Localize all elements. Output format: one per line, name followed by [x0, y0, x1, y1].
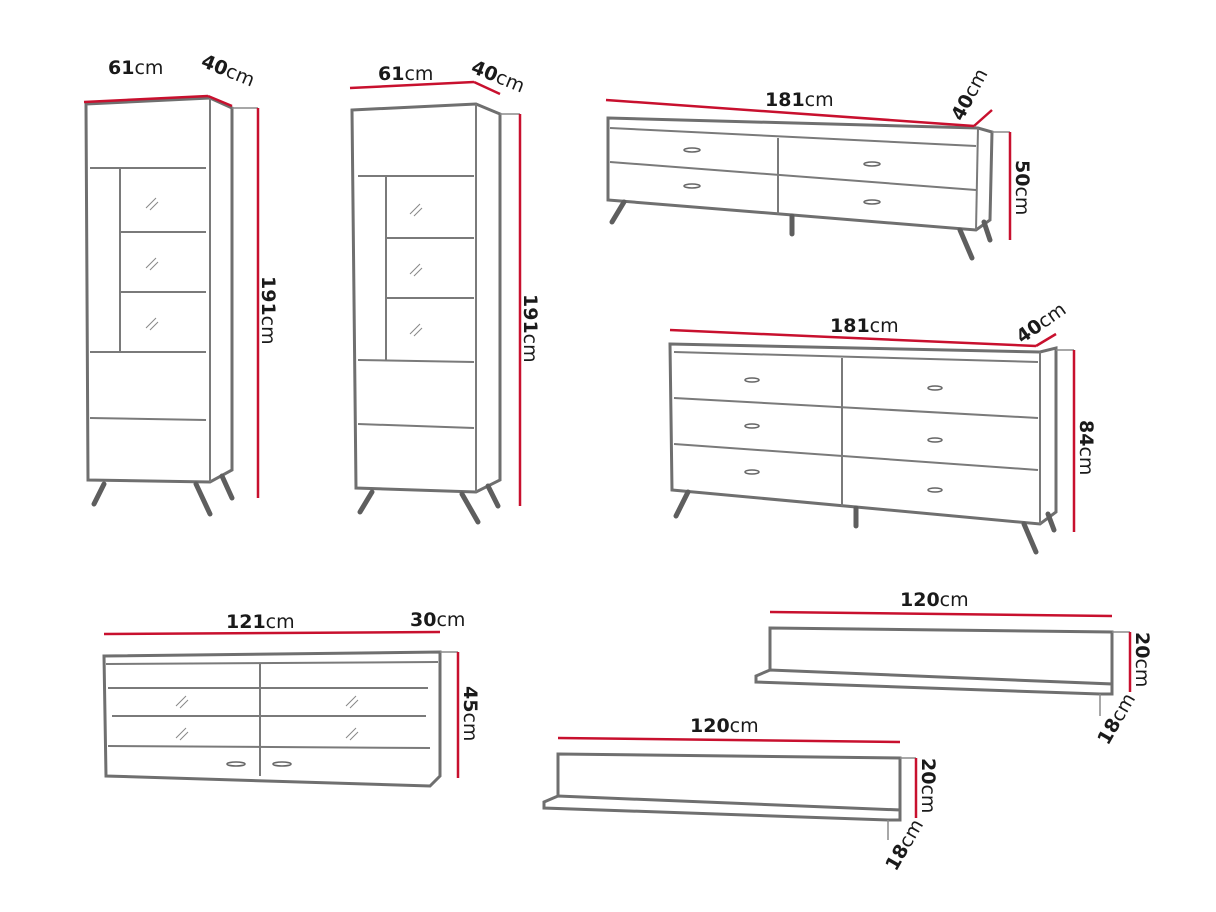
dresser-body: [668, 342, 1058, 526]
tall-cabinet-2: 61cm 40cm 191cm: [349, 56, 541, 525]
width-label: 181cm: [765, 89, 834, 111]
height-label: 45cm: [459, 686, 481, 741]
tv-stand: 181cm 40cm 50cm: [605, 65, 1033, 261]
width-label: 61cm: [378, 63, 433, 85]
height-label: 84cm: [1075, 420, 1097, 475]
depth-label: 40cm: [198, 50, 258, 91]
depth-label: 30cm: [410, 609, 465, 631]
width-label: 120cm: [900, 589, 969, 611]
depth-label: 40cm: [1012, 298, 1070, 348]
tall-cabinet-1: 61cm 40cm 191cm: [83, 50, 279, 517]
depth-label: 40cm: [468, 56, 528, 97]
height-label: 191cm: [519, 294, 541, 363]
wall-shelf-lower: 120cm 20cm 18cm: [542, 715, 939, 875]
low-cabinet-body: [102, 650, 442, 788]
height-label: 191cm: [257, 276, 279, 345]
width-label: 121cm: [226, 611, 295, 633]
legs: [609, 199, 993, 261]
width-label: 181cm: [830, 315, 899, 337]
tv-stand-body: [606, 116, 994, 232]
glass-mark-icon: [175, 695, 359, 741]
glass-mark-icon: [145, 197, 159, 331]
legs: [673, 489, 1057, 555]
width-label: 61cm: [108, 57, 163, 79]
width-label: 120cm: [690, 715, 759, 737]
shelf-board: [754, 668, 1114, 696]
height-label: 20cm: [1131, 632, 1153, 687]
legs: [357, 483, 501, 525]
dresser: 181cm 40cm 84cm: [668, 298, 1097, 555]
depth-line: [207, 94, 233, 108]
glass-mark-icon: [409, 203, 423, 337]
legs: [91, 473, 235, 517]
height-label: 50cm: [1011, 160, 1033, 215]
shelf-board: [542, 794, 902, 822]
width-line: [83, 94, 209, 104]
wall-shelf-upper: 120cm 20cm 18cm: [754, 589, 1153, 749]
height-label: 20cm: [917, 758, 939, 813]
low-cabinet: 121cm 30cm 45cm: [102, 609, 481, 788]
